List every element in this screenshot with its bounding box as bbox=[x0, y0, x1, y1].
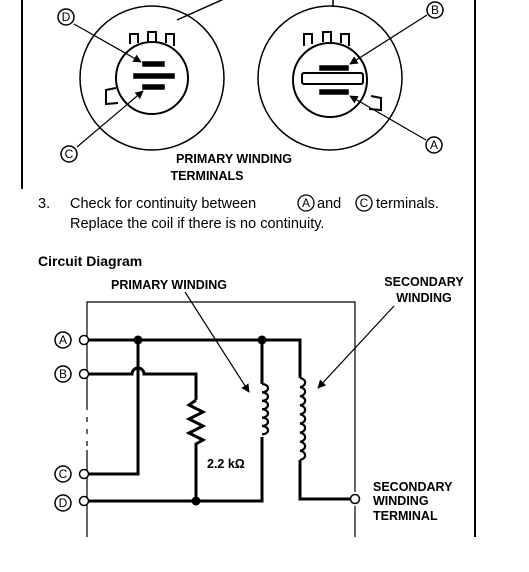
step-text-line2: Replace the coil if there is no continui… bbox=[70, 216, 324, 232]
svg-text:A: A bbox=[59, 333, 67, 347]
callout-b-top: B bbox=[349, 1, 444, 65]
secondary-terminal-label-line2: WINDING bbox=[373, 494, 429, 508]
step-text-part3: terminals. bbox=[376, 196, 439, 212]
step-text-part1: Check for continuity between bbox=[70, 196, 256, 212]
step-number: 3. bbox=[38, 196, 50, 212]
svg-text:C: C bbox=[65, 147, 74, 161]
inline-a-circle: A bbox=[297, 194, 315, 212]
secondary-terminal-label-line1: SECONDARY bbox=[373, 480, 453, 494]
coil-right-connector bbox=[257, 0, 403, 151]
secondary-terminal-label-line3: TERMINAL bbox=[373, 509, 438, 523]
circuit-label-a: A bbox=[54, 331, 72, 349]
svg-text:C: C bbox=[59, 467, 68, 481]
terminal-nodes bbox=[78, 334, 361, 507]
circuit-label-c: C bbox=[54, 465, 72, 483]
svg-text:B: B bbox=[431, 3, 439, 17]
circuit-label-d: D bbox=[54, 494, 72, 512]
callout-d-top: D bbox=[57, 8, 142, 63]
primary-terminals-label-line1: PRIMARY WINDING bbox=[176, 152, 292, 166]
svg-text:A: A bbox=[302, 196, 310, 210]
secondary-winding-pointer bbox=[317, 305, 395, 389]
coil-left-connector bbox=[79, 0, 225, 151]
primary-terminals-label-line2: TERMINALS bbox=[171, 169, 244, 183]
primary-winding-coil bbox=[261, 382, 270, 436]
secondary-winding-coil bbox=[299, 376, 307, 461]
circuit-wiring bbox=[88, 338, 350, 503]
primary-winding-label: PRIMARY WINDING bbox=[111, 278, 227, 292]
svg-text:D: D bbox=[62, 10, 71, 24]
page-frame bbox=[21, 0, 476, 537]
callout-a-top: A bbox=[349, 95, 443, 154]
secondary-winding-label-line2: WINDING bbox=[396, 291, 452, 305]
step-text-part2: and bbox=[317, 196, 341, 212]
svg-text:D: D bbox=[59, 496, 68, 510]
secondary-winding-label-line1: SECONDARY bbox=[384, 275, 464, 289]
circuit-diagram-heading: Circuit Diagram bbox=[38, 253, 142, 269]
svg-text:B: B bbox=[59, 367, 67, 381]
svg-text:A: A bbox=[430, 138, 438, 152]
resistor-value-label: 2.2 kΩ bbox=[207, 457, 245, 471]
callout-c-top: C bbox=[60, 90, 144, 163]
circuit-label-b: B bbox=[54, 365, 72, 383]
junction-dots bbox=[133, 335, 267, 506]
inline-c-circle: C bbox=[355, 194, 373, 212]
coil-housing-outline bbox=[86, 301, 356, 537]
svg-text:C: C bbox=[360, 196, 369, 210]
primary-winding-pointer bbox=[184, 291, 250, 393]
